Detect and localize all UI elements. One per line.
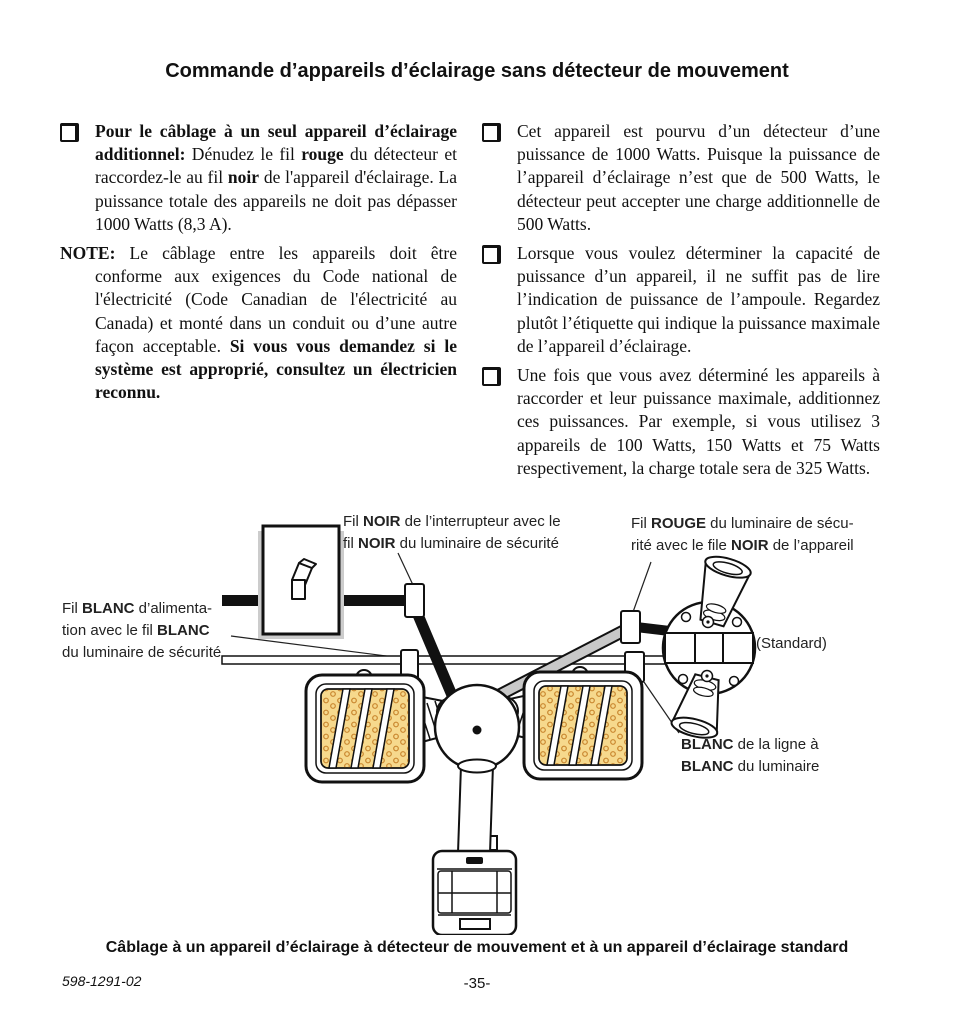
note-paragraph: NOTE: Le câblage entre les appareils doi… (60, 243, 457, 403)
detector-lens-grid (437, 870, 512, 914)
checklist-item: Lorsque vous voulez déterminer la capaci… (482, 242, 880, 358)
gray-red-wire (481, 620, 636, 709)
checkbox-icon (482, 367, 501, 387)
wiring-diagram (221, 524, 757, 935)
checklist-item-text: Lorsque vous voulez déterminer la capaci… (517, 243, 880, 356)
checkbox-icon (482, 245, 501, 265)
lamp-socket-bottom (670, 673, 720, 739)
figure-caption: Câblage à un appareil d’éclairage à déte… (105, 939, 849, 956)
label-standard-fixture: (Standard) (756, 635, 827, 652)
lamp-socket-top (699, 555, 752, 628)
white-neutral-wire (221, 655, 671, 665)
motion-detector (431, 849, 518, 935)
switch-toggle-icon (291, 558, 317, 600)
lamp-head-right (522, 666, 644, 781)
security-light-fixture (304, 666, 644, 935)
lamp-head-left (304, 669, 426, 784)
leader-line (632, 561, 652, 613)
document-number: 598-1291-02 (62, 973, 142, 989)
checklist-item: Une fois que vous avez déterminé les app… (482, 364, 880, 480)
checklist-item: Pour le câblage à un seul appareil d’écl… (60, 120, 457, 236)
text-column-right: Cet appareil est pourvu d’un détecteur d… (482, 120, 880, 486)
checkbox-icon (482, 123, 501, 142)
label-white-wire-right: BLANC de la ligne à BLANC du luminaire (681, 736, 820, 775)
checklist-item-text: Une fois que vous avez déterminé les app… (517, 365, 880, 478)
page-number: -35- (463, 975, 491, 992)
checklist-item-text: Pour le câblage à un seul appareil d’écl… (95, 121, 457, 234)
checkbox-icon (60, 123, 79, 142)
checklist-item-text: Cet appareil est pourvu d’un détecteur d… (517, 121, 880, 234)
label-red-wire: Fil ROUGE du luminaire de sécu- rité ave… (631, 515, 854, 554)
standard-light-fixture (661, 555, 757, 739)
cage-bars (328, 688, 395, 769)
leader-line (397, 552, 414, 586)
leader-line (230, 635, 403, 659)
wall-switch-box (258, 524, 344, 639)
detector-stem (456, 764, 495, 854)
crossbar (664, 632, 754, 664)
checklist-item: Cet appareil est pourvu d’un détecteur d… (482, 120, 880, 236)
connector-black-wires (404, 583, 425, 618)
canopy-screw (472, 725, 482, 735)
label-white-wire-left: Fil BLANC d’alimenta- tion avec le fil B… (62, 600, 222, 661)
cage-bars (546, 685, 613, 766)
label-black-wire: Fil NOIR de l’interrupteur avec le fil N… (343, 513, 561, 552)
text-column-left: Pour le câblage à un seul appareil d’écl… (60, 120, 457, 404)
connector-red-black-wires (620, 610, 641, 644)
page-title: Commande d’appareils d’éclairage sans dé… (165, 60, 789, 82)
black-wire-diagonal (407, 600, 460, 703)
